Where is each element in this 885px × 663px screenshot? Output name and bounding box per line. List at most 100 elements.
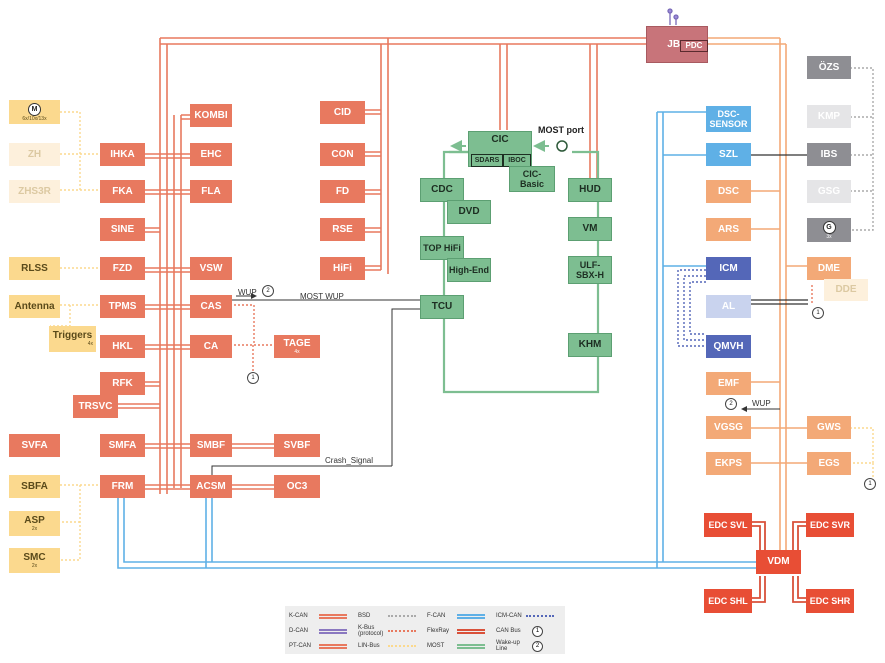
node-g[interactable]: G 3x (807, 218, 851, 242)
node-egs[interactable]: EGS (807, 452, 851, 475)
node-vdm[interactable]: VDM (756, 550, 801, 574)
node-vsw[interactable]: VSW (190, 257, 232, 280)
legend-swatch: 2 (532, 640, 543, 652)
node-ihka[interactable]: IHKA (100, 143, 145, 166)
node-hud[interactable]: HUD (568, 178, 612, 202)
legend-label: PT-CAN (289, 643, 312, 649)
node-ozs[interactable]: ÖZS (807, 56, 851, 79)
node-dvd[interactable]: DVD (447, 200, 491, 224)
most-port-icon (556, 140, 568, 152)
legend-swatch (319, 643, 347, 649)
node-motor[interactable]: M 6x/10x/13x (9, 100, 60, 124)
node-hifi[interactable]: HiFi (320, 257, 365, 280)
node-fd[interactable]: FD (320, 180, 365, 203)
node-asp[interactable]: ASP 2x (9, 511, 60, 536)
node-tpms[interactable]: TPMS (100, 295, 145, 318)
most-port-label: MOST port (538, 125, 584, 135)
node-cdc[interactable]: CDC (420, 178, 464, 202)
node-ekps[interactable]: EKPS (706, 452, 751, 475)
node-ehc[interactable]: EHC (190, 143, 232, 166)
node-smbf[interactable]: SMBF (190, 434, 232, 457)
node-frm[interactable]: FRM (100, 475, 145, 498)
node-rse[interactable]: RSE (320, 218, 365, 241)
node-jbe[interactable]: JBE PDC (646, 26, 708, 63)
node-cic-basic[interactable]: CIC- Basic (509, 166, 555, 192)
k-can-bus (118, 37, 648, 494)
node-antenna[interactable]: Antenna (9, 295, 60, 318)
motor-icon: M (28, 102, 41, 116)
legend-label: F-CAN (427, 613, 446, 619)
node-smc[interactable]: SMC 2x (9, 548, 60, 573)
node-cid[interactable]: CID (320, 101, 365, 124)
legend-swatch (388, 615, 416, 617)
node-svfa[interactable]: SVFA (9, 434, 60, 457)
node-fla[interactable]: FLA (190, 180, 232, 203)
node-edc-svl[interactable]: EDC SVL (704, 513, 752, 537)
node-dsc-sensor[interactable]: DSC- SENSOR (706, 106, 751, 132)
node-pdc[interactable]: PDC (680, 40, 708, 52)
node-rlss[interactable]: RLSS (9, 257, 60, 280)
node-con[interactable]: CON (320, 143, 365, 166)
node-vm[interactable]: VM (568, 217, 612, 241)
legend-swatch (457, 643, 485, 649)
node-kombi[interactable]: KOMBI (190, 104, 232, 127)
node-oc3[interactable]: OC3 (274, 475, 320, 498)
node-ars[interactable]: ARS (706, 218, 751, 241)
node-szl[interactable]: SZL (706, 143, 751, 166)
node-gsg[interactable]: GSG (807, 180, 851, 203)
legend-item: ICM-CAN (496, 609, 562, 623)
node-gws[interactable]: GWS (807, 416, 851, 439)
node-zh[interactable]: ZH (9, 143, 60, 166)
node-khm[interactable]: KHM (568, 333, 612, 357)
triggers-label: Triggers (52, 330, 93, 341)
node-ca[interactable]: CA (190, 335, 232, 358)
node-smfa[interactable]: SMFA (100, 434, 145, 457)
node-acsm[interactable]: ACSM (190, 475, 232, 498)
node-vgsg[interactable]: VGSG (706, 416, 751, 439)
node-sdars[interactable]: SDARS (471, 154, 503, 167)
node-tcu[interactable]: TCU (420, 295, 464, 319)
node-sbfa[interactable]: SBFA (9, 475, 60, 498)
node-al[interactable]: AL (706, 295, 751, 318)
k-bus (230, 285, 813, 372)
legend-item: FlexRay (427, 624, 493, 638)
f-can-bus (117, 111, 756, 569)
node-zhs3r[interactable]: ZHS3R (9, 180, 60, 203)
node-edc-svr[interactable]: EDC SVR (806, 513, 854, 537)
node-top-hifi[interactable]: TOP HiFi (420, 236, 464, 260)
legend-swatch: 1 (532, 625, 543, 637)
node-trsvc[interactable]: TRSVC (73, 395, 118, 418)
wup-label-left: WUP (238, 288, 257, 297)
node-iboc[interactable]: IBOC (503, 154, 531, 167)
legend-item: K-Bus (protocol) (358, 624, 424, 638)
node-sine[interactable]: SINE (100, 218, 145, 241)
legend-item: MOST (427, 639, 493, 653)
node-icm[interactable]: ICM (706, 257, 751, 280)
node-fzd[interactable]: FZD (100, 257, 145, 280)
node-ulf[interactable]: ULF- SBX-H (568, 256, 612, 284)
node-dsc[interactable]: DSC (706, 180, 751, 203)
node-emf[interactable]: EMF (706, 372, 751, 395)
node-fka[interactable]: FKA (100, 180, 145, 203)
node-triggers[interactable]: Triggers 4x (49, 326, 96, 352)
generator-icon: G (822, 220, 836, 234)
node-hkl[interactable]: HKL (100, 335, 145, 358)
node-edc-shl[interactable]: EDC SHL (704, 589, 752, 613)
node-ibs[interactable]: IBS (807, 143, 851, 166)
node-dde[interactable]: DDE (824, 279, 868, 301)
node-rfk[interactable]: RFK (100, 372, 145, 395)
smc-count: 2x (31, 562, 38, 569)
node-qmvh[interactable]: QMVH (706, 335, 751, 358)
legend-label: BSD (358, 613, 371, 619)
node-cas[interactable]: CAS (190, 295, 232, 318)
node-kmp[interactable]: KMP (807, 105, 851, 128)
node-edc-shr[interactable]: EDC SHR (806, 589, 854, 613)
node-tage[interactable]: TAGE 4x (274, 335, 320, 358)
legend-item: PT-CAN (289, 639, 355, 653)
node-high-end[interactable]: High-End (447, 258, 491, 282)
node-svbf[interactable]: SVBF (274, 434, 320, 457)
legend-item: BSD (358, 609, 424, 623)
icm-can-bus (677, 269, 706, 347)
node-dme[interactable]: DME (807, 257, 851, 280)
